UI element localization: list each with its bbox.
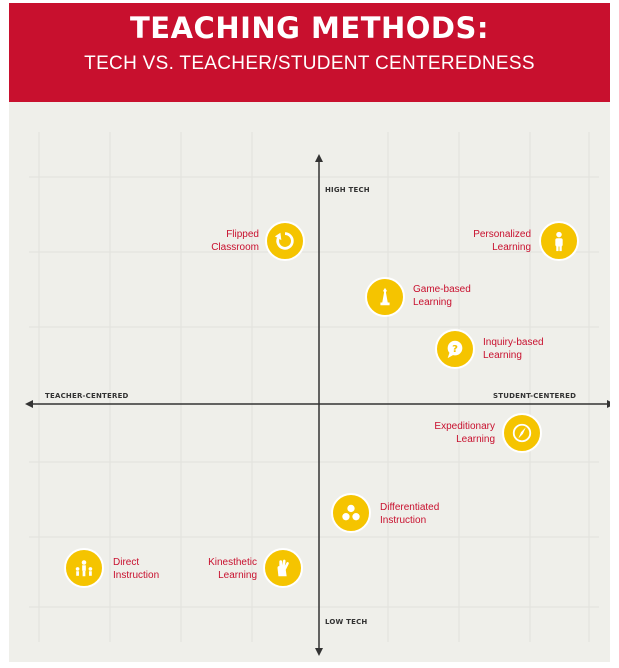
method-label-flipped-classroom: Flipped Classroom	[187, 228, 259, 254]
method-label-kinesthetic-learning: Kinesthetic Learning	[177, 556, 257, 582]
hand-icon	[277, 559, 289, 577]
method-label-line: Expeditionary	[434, 421, 495, 432]
method-icon-game-based-learning	[365, 277, 405, 317]
method-label-line: Learning	[483, 350, 522, 361]
compass-icon	[512, 423, 532, 443]
axis-label-low-tech: LOW TECH	[325, 618, 368, 626]
method-label-line: Game-based	[413, 284, 471, 295]
method-label-inquiry-based-learning: Inquiry-based Learning	[483, 336, 573, 362]
method-icon-inquiry-based-learning: ?	[435, 329, 475, 369]
page-subtitle: TECH VS. TEACHER/STUDENT CENTEREDNESS	[84, 53, 535, 74]
method-icon-kinesthetic-learning	[263, 548, 303, 588]
chess-piece-icon	[380, 287, 390, 306]
method-label-line: Personalized	[473, 229, 531, 240]
axis-label-student-centered: STUDENT-CENTERED	[493, 392, 577, 400]
arrow-right-icon	[607, 400, 610, 408]
quadrant-grid	[25, 132, 610, 656]
method-label-line: Differentiated	[380, 502, 440, 513]
method-label-line: Kinesthetic	[208, 557, 257, 568]
person-icon	[555, 231, 563, 252]
method-label-line: Learning	[492, 242, 531, 253]
method-label-line: Classroom	[211, 242, 259, 253]
method-icon-direct-instruction	[64, 548, 104, 588]
method-icon-personalized-learning	[539, 221, 579, 261]
header-banner: TEACHING METHODS: TECH VS. TEACHER/STUDE…	[9, 3, 610, 102]
method-label-line: Inquiry-based	[483, 337, 544, 348]
refresh-icon	[274, 232, 294, 250]
method-label-line: Instruction	[380, 515, 427, 526]
svg-text:?: ?	[452, 344, 458, 355]
axis-label-teacher-centered: TEACHER-CENTERED	[45, 392, 129, 400]
method-label-differentiated-instruction: Differentiated Instruction	[380, 501, 480, 527]
question-bubble-icon: ?	[447, 340, 463, 359]
presenter-icon	[75, 560, 93, 577]
arrow-up-icon	[315, 154, 323, 162]
method-label-personalized-learning: Personalized Learning	[453, 228, 531, 254]
method-label-line: Learning	[456, 434, 495, 445]
method-label-line: Instruction	[113, 570, 160, 581]
method-label-expeditionary-learning: Expeditionary Learning	[403, 420, 495, 446]
method-label-direct-instruction: Direct Instruction	[113, 556, 193, 582]
method-label-line: Learning	[413, 297, 452, 308]
method-icon-expeditionary-learning	[502, 413, 542, 453]
method-icon-flipped-classroom	[265, 221, 305, 261]
arrow-down-icon	[315, 648, 323, 656]
method-label-line: Flipped	[226, 229, 259, 240]
quadrant-board: HIGH TECH LOW TECH TEACHER-CENTERED STUD…	[9, 102, 610, 662]
axis-label-high-tech: HIGH TECH	[325, 186, 370, 194]
method-icon-differentiated-instruction	[331, 493, 371, 533]
method-label-line: Learning	[218, 570, 257, 581]
arrow-left-icon	[25, 400, 33, 408]
method-label-line: Direct	[113, 557, 140, 568]
method-label-game-based-learning: Game-based Learning	[413, 283, 503, 309]
page-title: TEACHING METHODS:	[130, 11, 489, 45]
three-circles-icon	[342, 504, 360, 521]
